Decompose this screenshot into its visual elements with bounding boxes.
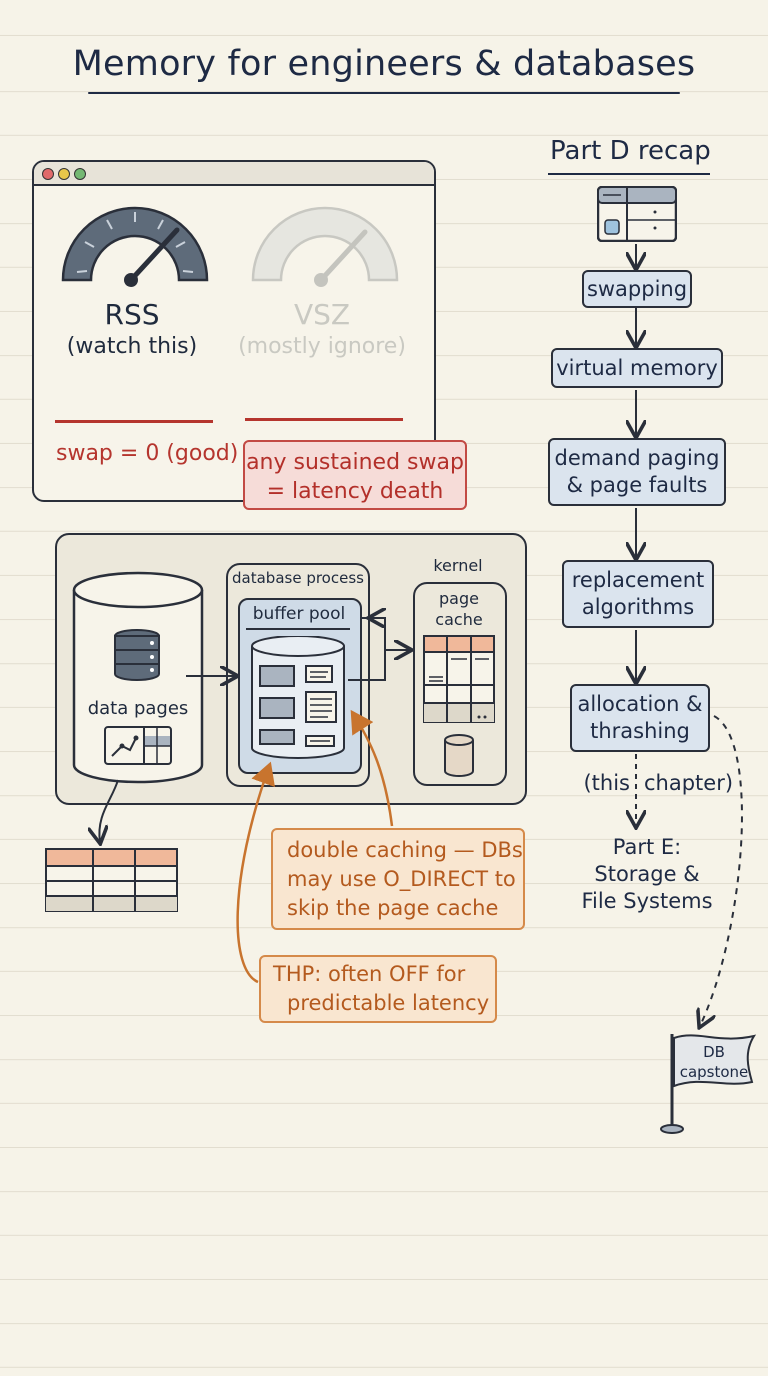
recap-window-icon [597,186,677,242]
recap-title-underline [548,173,710,175]
next-part-line1: Part E: [612,835,682,859]
capstone-line1: DB [703,1043,725,1061]
this-chapter-left: (this [583,771,630,795]
page-cache-label-line1: page [439,589,479,608]
recap-step-virtual-memory: virtual memory [551,348,723,388]
double-caching-line2: may use O_DIRECT to [287,867,516,891]
recap-step-swapping: swapping [582,270,692,308]
title-underline [88,92,680,94]
rss-gauge-icon [61,206,209,287]
page-cache-label: page cache [413,588,505,630]
recap-step-replacement: replacement algorithms [562,560,714,628]
thp-line1: THP: often OFF for [273,962,466,986]
next-part-line2: Storage & [594,862,700,886]
vsz-red-line [245,418,403,421]
recap-step-demand-paging: demand paging & page faults [548,438,726,506]
swap-good-text: swap = 0 (good) [56,441,239,466]
swap-warning-line2: = latency death [266,479,444,504]
recap-step-replacement-line1: replacement [571,568,705,592]
recap-step-demand-paging-line2: & page faults [566,473,708,497]
recap-step-replacement-line2: algorithms [581,595,695,619]
recap-step-demand-paging-line1: demand paging [554,446,720,470]
thp-note: THP: often OFF for predictable latency [259,955,497,1023]
buffer-pool-pages-icon [251,636,345,759]
page-cache-table-icon [423,635,495,723]
recap-step-virtual-memory-label: virtual memory [556,356,718,380]
vsz-sublabel: (mostly ignore) [238,334,406,359]
thp-line2: predictable latency [287,991,490,1015]
double-caching-line3: skip the page cache [287,896,499,920]
recap-step-allocation-line2: thrashing [590,719,690,743]
capstone-line2: capstone [679,1063,749,1081]
kernel-label: kernel [433,556,483,575]
window-title-bar [34,162,434,186]
swap-warning-box: any sustained swap = latency death [243,440,467,510]
capstone-label: DB capstone [674,1042,754,1082]
page-title: Memory for engineers & databases [72,44,696,84]
capstone-flag-icon [660,1034,757,1134]
buffer-pool-underline [246,628,350,630]
page-cache-label-line2: cache [435,610,483,629]
this-chapter-right: chapter) [644,771,734,795]
database-stack-icon [114,629,160,681]
buffer-pool-label: buffer pool [252,604,346,624]
double-caching-note: double caching — DBs may use O_DIRECT to… [271,828,525,930]
double-caching-line1: double caching — DBs [287,838,523,862]
recap-step-allocation: allocation & thrashing [570,684,710,752]
data-pages-label: data pages [87,698,189,719]
recap-step-allocation-line1: allocation & [577,692,703,716]
recap-title: Part D recap [550,136,711,166]
vsz-label: VSZ [293,298,351,331]
next-part-line3: File Systems [581,889,713,913]
rss-red-line [55,420,213,423]
window-close-dot-icon [42,168,54,180]
chart-table-icon [104,726,172,765]
window-minimize-dot-icon [58,168,70,180]
disk-cylinder-icon [444,734,474,777]
recap-step-swapping-label: swapping [586,277,688,301]
vsz-gauge-icon [251,206,399,287]
database-process-label: database process [232,569,364,587]
rss-sublabel: (watch this) [66,334,198,359]
window-maximize-dot-icon [74,168,86,180]
rss-label: RSS [104,298,160,331]
next-part-label: Part E: Storage & File Systems [572,834,722,915]
data-table-icon [45,848,178,912]
swap-warning-line1: any sustained swap [246,450,464,475]
